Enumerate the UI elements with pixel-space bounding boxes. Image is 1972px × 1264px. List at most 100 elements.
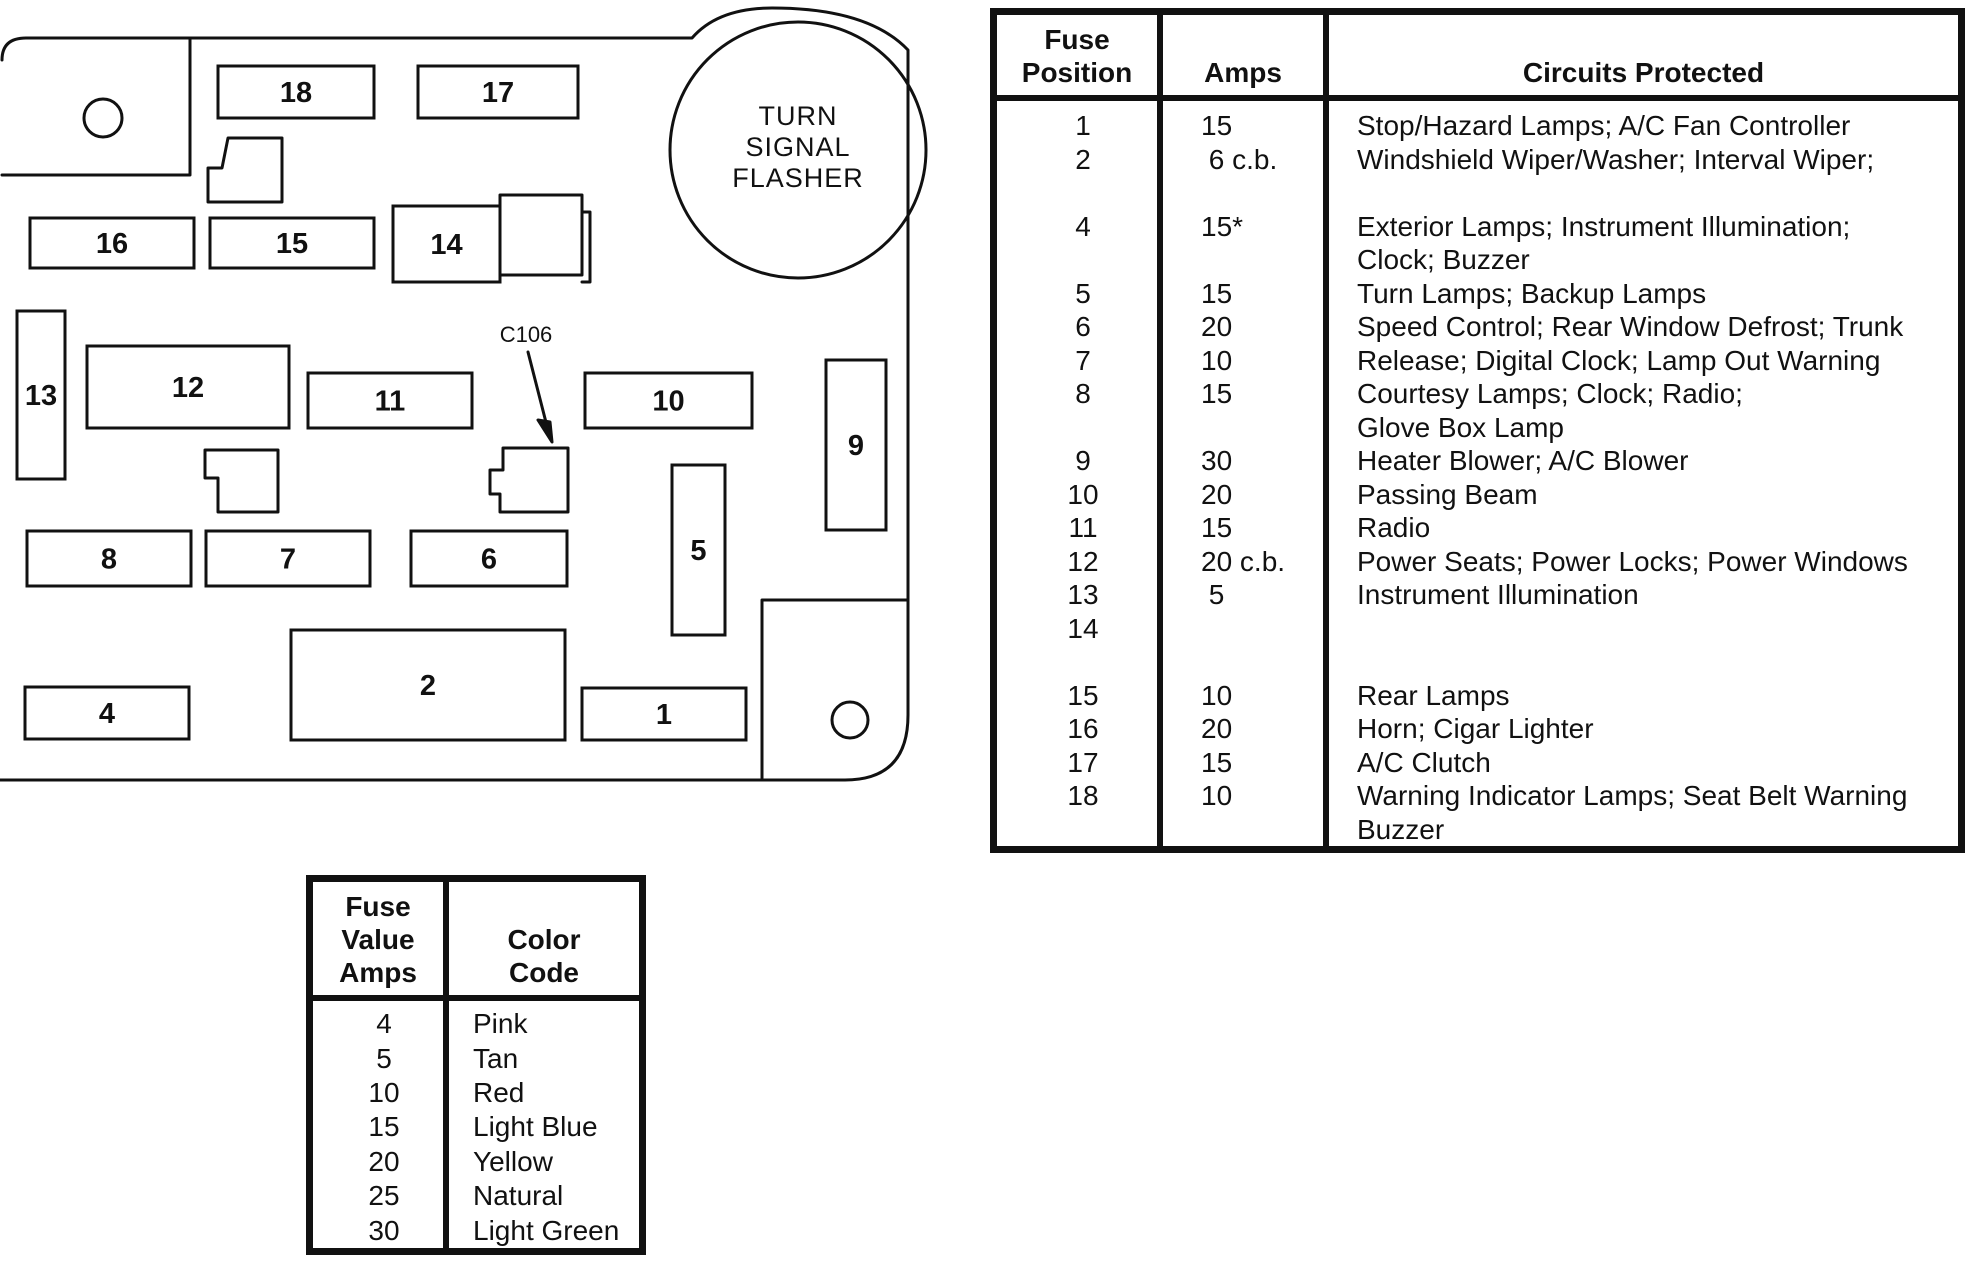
fuse-value-cell: 10 xyxy=(368,1076,400,1108)
fuse-slot-15: 15 xyxy=(208,216,376,270)
fuse-amps-cell: 15 xyxy=(1157,276,1323,310)
fuse-amps-cell: 15 xyxy=(1157,377,1323,444)
table-row: 2 6 c.b.Windshield Wiper/Washer; Interva… xyxy=(997,142,1958,176)
c106-arrowhead xyxy=(536,418,554,444)
fuse-position-cell: 9 xyxy=(1075,445,1091,476)
fuse-slot-16: 16 xyxy=(28,216,196,270)
color-code-cell: Tan xyxy=(443,1041,639,1076)
circuits-line: Instrument Illumination xyxy=(1357,579,1639,610)
table-row xyxy=(997,645,1958,679)
circuits-line: Power Seats; Power Locks; Power Windows xyxy=(1357,545,1908,577)
fuse-amps-cell: 5 xyxy=(1157,578,1323,612)
fuse-slot-outline xyxy=(416,64,580,120)
circuits-line: Passing Beam xyxy=(1357,478,1538,510)
fuse-position-cell: 4 xyxy=(1075,210,1091,242)
circuits-protected-cell: Windshield Wiper/Washer; Interval Wiper; xyxy=(1323,142,1958,176)
circuits-line: Rear Lamps xyxy=(1357,679,1510,711)
color-code-cell: Light Green xyxy=(443,1213,639,1248)
corner-pocket xyxy=(0,36,192,177)
circuits-line xyxy=(1357,645,1958,679)
fuse-amps-cell xyxy=(1157,611,1323,645)
fuse-slot-12: 12 xyxy=(85,344,291,430)
table-row: 4 15* Exterior Lamps; Instrument Illuminat… xyxy=(997,209,1958,277)
fuse-position-cell xyxy=(997,645,1157,679)
fuse-value-cell: 4 xyxy=(376,1008,392,1039)
table-row: 15 Light Blue xyxy=(313,1110,639,1145)
fuse-slot-label: 15 xyxy=(276,228,308,260)
fuse-slot-10: 10 xyxy=(583,371,754,430)
circuits-line xyxy=(1357,612,1958,646)
circuits-line: Turn Lamps; Backup Lamps xyxy=(1357,277,1707,309)
fuse-slot-2: 2 xyxy=(289,628,567,742)
circuits-line: A/C Clutch xyxy=(1357,746,1491,778)
fuse-slot-5: 5 xyxy=(670,463,727,637)
fuse-amps-cell: 20 xyxy=(1157,712,1323,746)
fuse-value-cell: 20 xyxy=(368,1145,400,1177)
fuse-slot-outline xyxy=(670,463,727,637)
fuse-amps-cell: 15 xyxy=(1157,745,1323,779)
circuits-protected-cell: Turn Lamps; Backup Lamps xyxy=(1323,276,1958,310)
circuits-protected-cell: Horn; Cigar Lighter xyxy=(1323,712,1958,746)
relay-shape xyxy=(498,193,584,277)
relay-shape xyxy=(206,136,284,204)
circuits-protected-cell: Rear Lamps xyxy=(1323,678,1958,712)
circuits-line: Exterior Lamps; Instrument Illumination; xyxy=(1357,210,1851,242)
mounting-hole xyxy=(830,700,870,740)
fuse-amps-cell: 15 xyxy=(1157,101,1323,143)
fuse-position-cell: 2 xyxy=(1075,143,1091,175)
color-code-cell: Light Blue xyxy=(443,1110,639,1145)
fuse-slot-label: 4 xyxy=(99,698,115,730)
circuits-protected-cell: Heater Blower; A/C Blower xyxy=(1323,444,1958,478)
fuse-amps-cell xyxy=(1157,176,1323,210)
fuse-slot-outline xyxy=(583,371,754,430)
circuits-protected-cell xyxy=(1323,611,1958,646)
header-color-code-line: Code xyxy=(509,957,579,988)
fuse-value-cell: 15 xyxy=(368,1111,400,1143)
table-row: 30 Light Green xyxy=(313,1213,639,1248)
color-code-cell: Yellow xyxy=(443,1144,639,1180)
fuse-amps-cell: 20 xyxy=(1157,477,1323,511)
fuse-slot-outline xyxy=(85,344,291,430)
fuse-slot-14: 14 xyxy=(391,204,502,284)
circuits-line: Courtesy Lamps; Clock; Radio; xyxy=(1357,378,1743,409)
fuse-slot-outline xyxy=(25,529,193,588)
fuse-slot-18: 18 xyxy=(216,64,376,120)
circuits-line: Windshield Wiper/Washer; Interval Wiper; xyxy=(1357,143,1875,175)
fuse-slot-label: 2 xyxy=(420,670,436,702)
circuits-line: Horn; Cigar Lighter xyxy=(1357,713,1594,744)
fuse-amps-cell: 15* xyxy=(1157,209,1323,277)
circuits-line: Heater Blower; A/C Blower xyxy=(1357,445,1689,476)
circuits-protected-cell: Instrument Illumination xyxy=(1323,578,1958,612)
fuse-value-cell: 30 xyxy=(368,1214,400,1246)
header-circuits: Circuits Protected xyxy=(1323,15,1958,101)
fuse-amps-cell xyxy=(1157,645,1323,679)
header-fuse-value: Fuse Value Amps xyxy=(313,882,443,1001)
table-row: 14 xyxy=(997,611,1958,646)
fuse-slot-label: 14 xyxy=(430,229,462,261)
fuse-position-cell: 15 xyxy=(1067,679,1099,711)
circuits-line: Radio xyxy=(1357,512,1431,543)
circuits-protected-cell: Power Seats; Power Locks; Power Windows xyxy=(1323,544,1958,578)
fuse-value-cell: 25 xyxy=(368,1180,400,1212)
fuse-slot-8: 8 xyxy=(25,529,193,588)
circuits-protected-cell: Release; Digital Clock; Lamp Out Warning xyxy=(1323,343,1958,377)
header-fuse-value-line: Amps xyxy=(339,957,417,988)
flasher-label-line: TURN xyxy=(759,101,838,131)
fuse-slot-6: 6 xyxy=(409,529,569,588)
fuse-slot-label: 16 xyxy=(96,228,128,260)
fuse-amps-cell: 20 xyxy=(1157,310,1323,344)
header-fuse-value-line: Value xyxy=(341,924,415,955)
fuse-slot-label: 6 xyxy=(481,544,497,576)
fuse-amps-cell: 20 c.b. xyxy=(1157,544,1323,578)
fuse-slot-label: 9 xyxy=(848,430,864,462)
fuse-slot-label: 7 xyxy=(280,544,296,576)
